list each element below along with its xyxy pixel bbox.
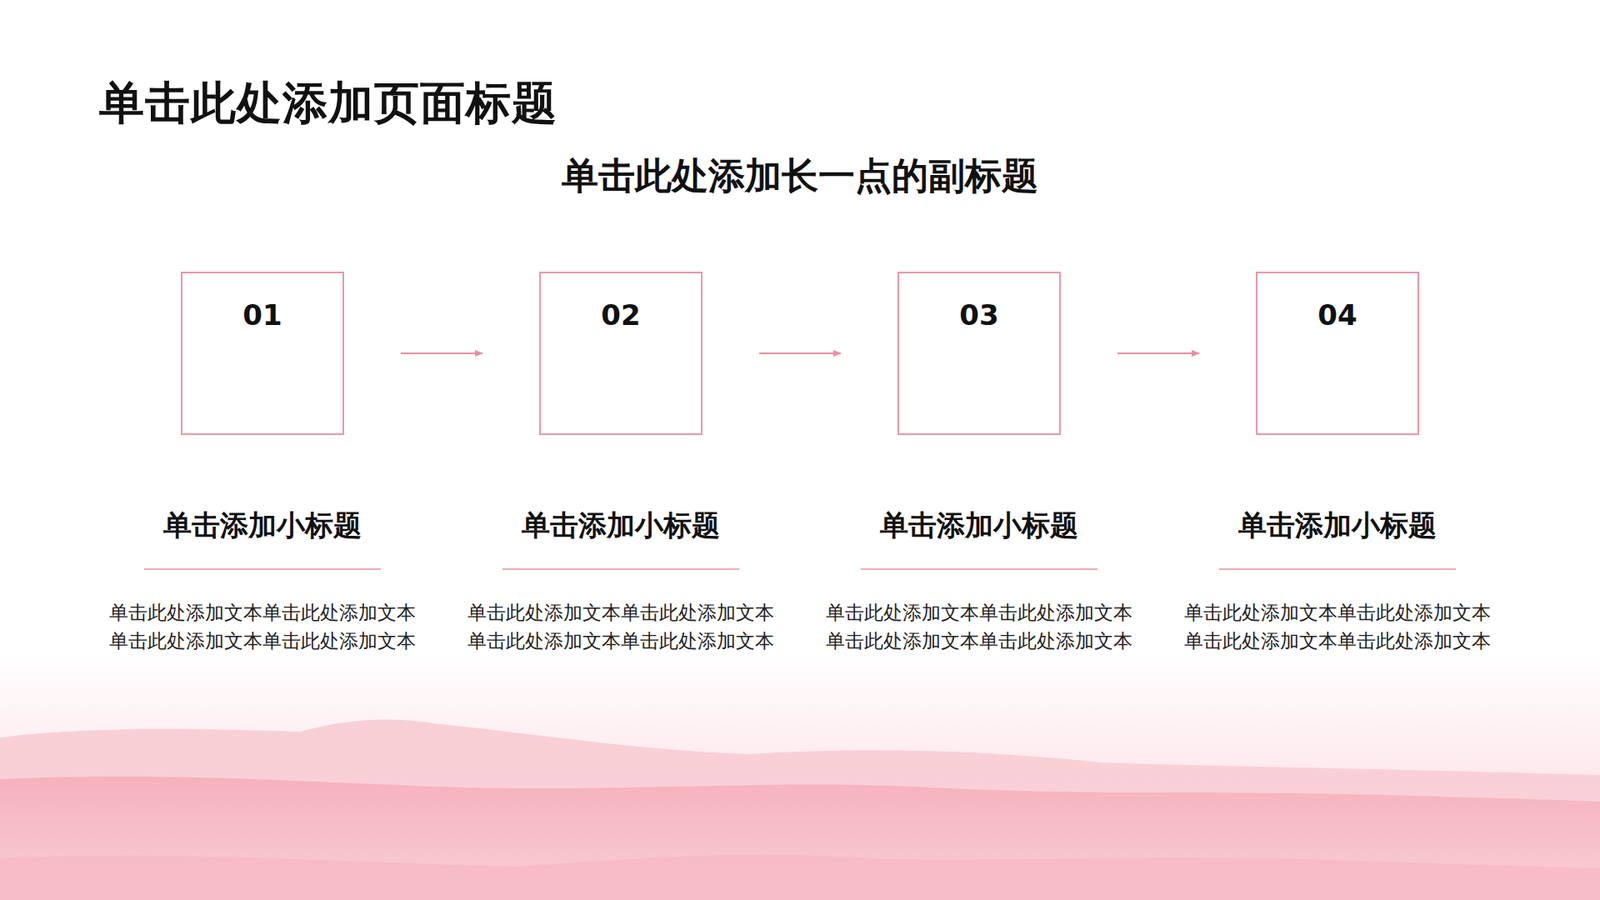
step-heading: 单击添加小标题 xyxy=(462,506,780,545)
subtitle: 单击此处添加长一点的副标题 xyxy=(425,151,1175,201)
step-number: 01 xyxy=(182,298,343,332)
step-heading: 单击添加小标题 xyxy=(1179,506,1496,545)
flow-arrow xyxy=(759,352,841,355)
step-heading: 单击添加小标题 xyxy=(104,506,421,545)
page-title: 单击此处添加页面标题 xyxy=(99,73,558,135)
step-description: 单击此处添加文本单击此处添加文本 单击此处添加文本单击此处添加文本 xyxy=(1174,598,1501,655)
step-number: 04 xyxy=(1257,298,1418,332)
step-description: 单击此处添加文本单击此处添加文本 单击此处添加文本单击此处添加文本 xyxy=(457,598,785,655)
step-box: 01 xyxy=(180,271,345,435)
step-box: 03 xyxy=(897,271,1061,435)
step-box: 04 xyxy=(1255,271,1420,435)
flow-arrow xyxy=(1117,352,1200,355)
step-box: 02 xyxy=(539,271,703,435)
step-description: 单击此处添加文本单击此处添加文本 单击此处添加文本单击此处添加文本 xyxy=(815,598,1143,655)
step-number: 02 xyxy=(540,298,701,332)
flow-arrow xyxy=(400,352,483,355)
step-heading: 单击添加小标题 xyxy=(820,506,1138,545)
step-number: 03 xyxy=(899,298,1060,332)
step-description: 单击此处添加文本单击此处添加文本 单击此处添加文本单击此处添加文本 xyxy=(99,598,426,655)
